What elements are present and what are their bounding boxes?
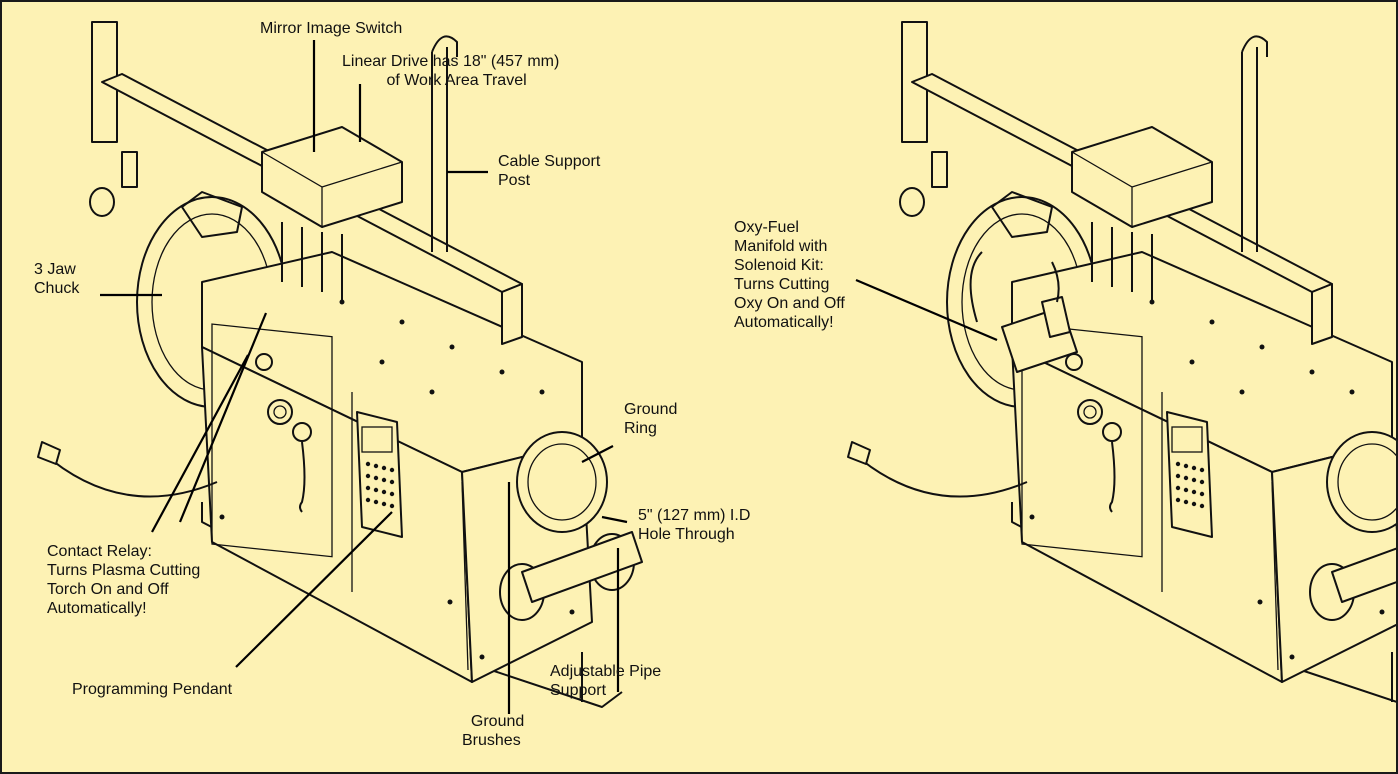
label-cable-support-post: Cable Support Post xyxy=(498,153,601,189)
label-ground-brushes: Ground Brushes xyxy=(462,713,525,749)
label-ground-ring: Ground Ring xyxy=(624,401,678,437)
label-programming-pendant: Programming Pendant xyxy=(72,681,233,698)
label-contact-relay: Contact Relay: Turns Plasma Cutting Torc… xyxy=(47,543,201,617)
label-3-jaw-chuck: 3 Jaw Chuck xyxy=(34,261,80,297)
label-mirror-image-switch: Mirror Image Switch xyxy=(260,20,403,37)
oxy-fuel-manifold xyxy=(969,251,1078,373)
leader-lines xyxy=(100,40,998,714)
label-oxy-fuel-manifold: Oxy-Fuel Manifold with Solenoid Kit: Tur… xyxy=(734,219,845,331)
machine-right xyxy=(847,21,1396,708)
label-adjustable-pipe-support: Adjustable Pipe Support xyxy=(550,663,662,699)
label-hole-through: 5" (127 mm) I.D Hole Through xyxy=(638,507,751,543)
label-linear-drive: Linear Drive has 18" (457 mm) of Work Ar… xyxy=(342,53,560,89)
